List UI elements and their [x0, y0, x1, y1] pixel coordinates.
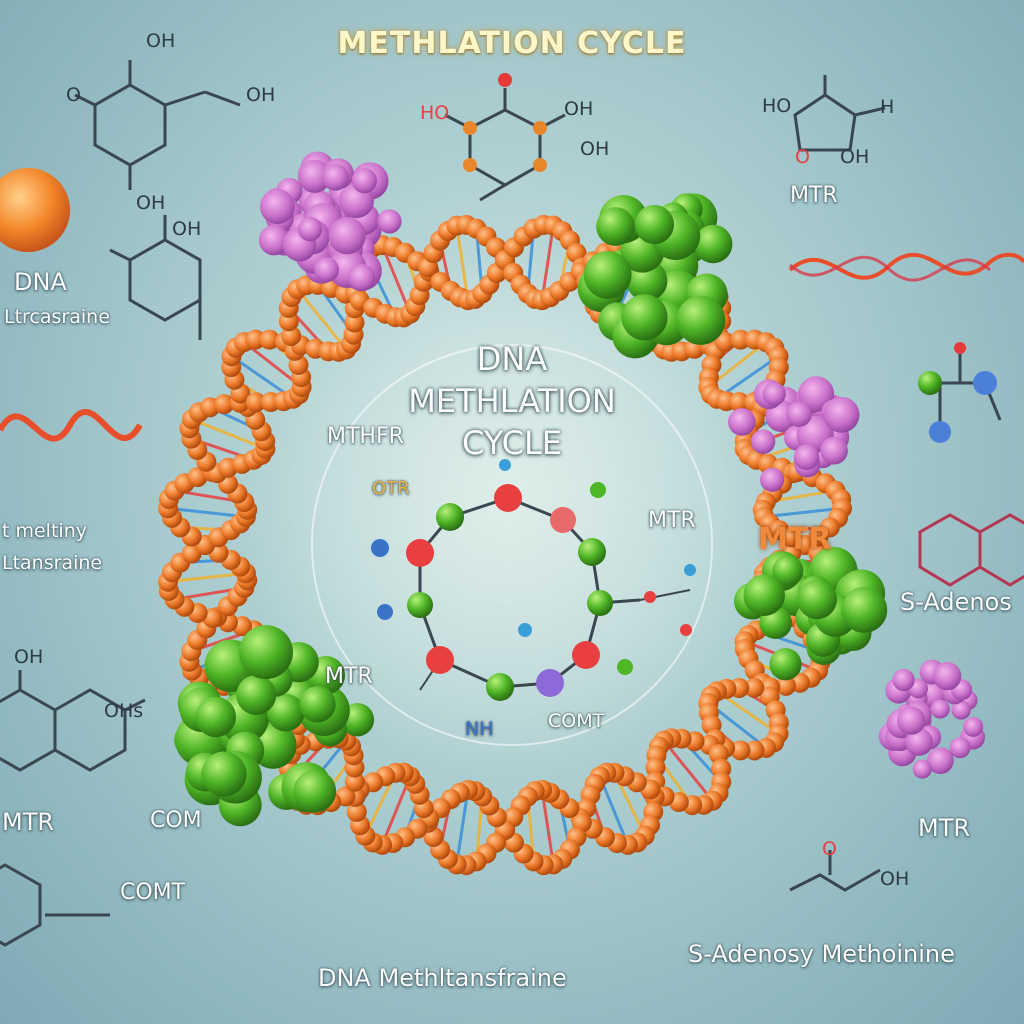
label-mtr-overlay: MTR [758, 522, 832, 557]
molecule-left-2 [109, 215, 202, 340]
label-mtr-inner-right: MTR [648, 508, 696, 533]
molecule-top-left [74, 60, 241, 190]
chem-o-3: O [822, 838, 837, 860]
label-otr-inner: OTR [372, 478, 410, 499]
inner-molecule [371, 459, 696, 701]
chem-oh-10: OH [880, 868, 910, 890]
label-mtr-bottom-right: MTR [918, 814, 971, 842]
label-mtr-inner-left: MTR [325, 664, 373, 689]
diagram-title: METHLATION CYCLE [337, 26, 687, 61]
sun-sphere [0, 168, 70, 252]
label-mthfr: MTHFR [327, 424, 404, 449]
label-s-adenosy-methoinine: S-Adenosy Methoinine [688, 940, 955, 968]
chem-oh-4: OH [172, 218, 202, 240]
label-dna-left: DNA [14, 268, 67, 296]
chem-ho-2: HO [762, 95, 792, 117]
chem-oh-1: OH [146, 30, 176, 52]
molecule-top-center [444, 88, 566, 202]
red-helix-right-2 [789, 255, 991, 282]
chem-ho-1: HO [420, 102, 450, 124]
chem-oh-5: OH [14, 646, 44, 668]
chem-oh-2: OH [246, 84, 276, 106]
chem-o-2: O [795, 146, 810, 168]
center-title-line-1: DNA [476, 340, 548, 378]
enzyme-clusters [174, 151, 986, 827]
molecule-bottom-right [789, 850, 881, 892]
molecule-right-hex [918, 513, 1024, 587]
center-title-line-3: CYCLE [462, 424, 562, 462]
red-helix-right [788, 252, 1024, 280]
label-com-left: COM [150, 808, 202, 833]
molecule-top-right [793, 75, 886, 152]
label-methyl-left-1: t meltiny [2, 520, 87, 542]
benzene-bottom-left [0, 863, 110, 947]
chem-oh-3: OH [136, 192, 166, 214]
label-comt-left: COMT [120, 880, 186, 905]
label-methyl-left-2: Ltansraine [2, 552, 103, 574]
chem-oh-8: OH [840, 146, 870, 168]
molecule-left-3 [0, 670, 146, 772]
label-mtr-top-right: MTR [790, 183, 838, 208]
label-nh-inner: NH [465, 718, 494, 740]
inner-cycle-arc [311, 344, 713, 746]
label-dna-left-enzyme: Ltrcasraine [4, 306, 110, 328]
molecule-top-center-atoms [463, 73, 547, 172]
molecule-right-balls [918, 342, 1002, 443]
chem-o-1: O [66, 84, 81, 106]
chem-oh-7: OH [580, 138, 610, 160]
label-mtr-left: MTR [2, 808, 55, 836]
label-comt-inner: COMT [548, 710, 605, 732]
label-dna-methltransferase: DNA Methltansfraine [318, 964, 567, 992]
label-s-adenos: S-Adenos [900, 588, 1012, 616]
chem-oh-6: OH [564, 98, 594, 120]
chem-ohs: OHs [104, 700, 144, 722]
red-wave-left [0, 409, 143, 442]
center-title-line-2: METHLATION [408, 382, 616, 420]
chem-h-1: H [880, 96, 895, 118]
